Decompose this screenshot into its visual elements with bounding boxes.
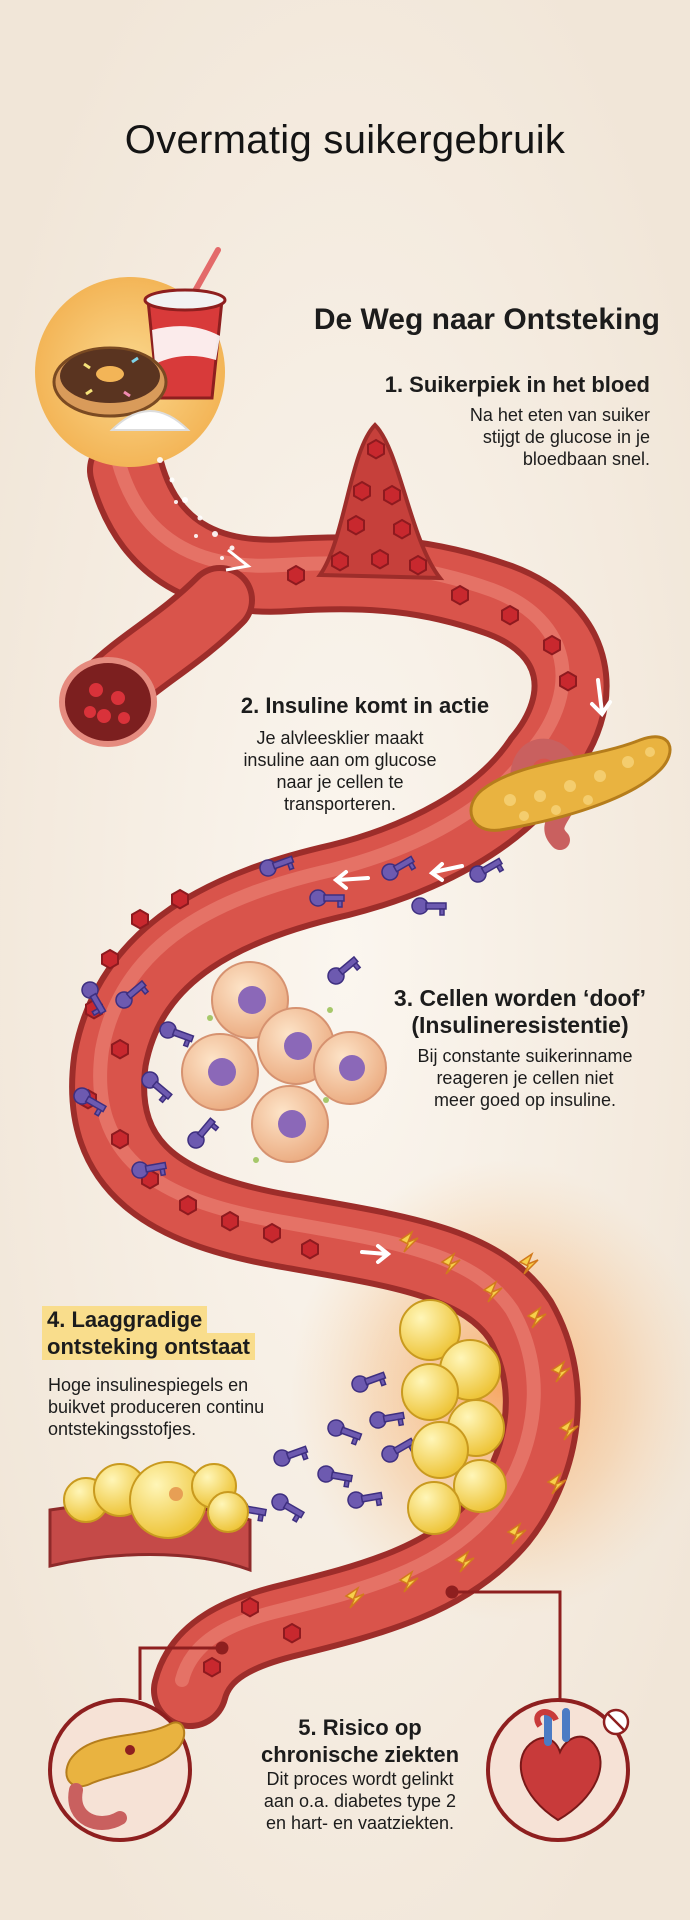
glucose-spike [316, 422, 445, 581]
step-3-heading: 3. Cellen worden ‘doof’(Insulineresisten… [393, 985, 647, 1038]
risk-diabetes-circle [48, 1698, 192, 1842]
step-1-heading: 1. Suikerpiek in het bloed [384, 372, 650, 397]
subtitle: De Weg naar Ontsteking [313, 303, 660, 336]
fat-cells [399, 1299, 507, 1535]
insulin-key-icon [259, 855, 295, 877]
no-sign-icon [602, 1708, 630, 1736]
sugar-pile-icon [109, 410, 191, 431]
step-2-heading: 2. Insuline komt in actie [240, 693, 490, 718]
connector-lines [138, 1585, 562, 1700]
body-cells [181, 961, 387, 1163]
pancreas-icon [469, 735, 672, 850]
flow-arrows [332, 678, 612, 1264]
heart-icon [519, 1708, 602, 1822]
belly-fat-tissue [48, 1461, 252, 1573]
risk-heart-circle [486, 1698, 630, 1842]
sugar-sources [35, 247, 252, 572]
inflammation-bolts [344, 1230, 579, 1609]
arrow-icon [225, 548, 252, 572]
donut-icon [52, 346, 168, 418]
insulin-keys [73, 855, 505, 1523]
vessel-cross-section [59, 657, 157, 747]
fat-cell-icon [399, 1299, 461, 1361]
glucose-molecules [79, 438, 577, 1678]
lightning-icon [398, 1230, 419, 1253]
page-title: Overmatig suikergebruik [124, 118, 566, 162]
